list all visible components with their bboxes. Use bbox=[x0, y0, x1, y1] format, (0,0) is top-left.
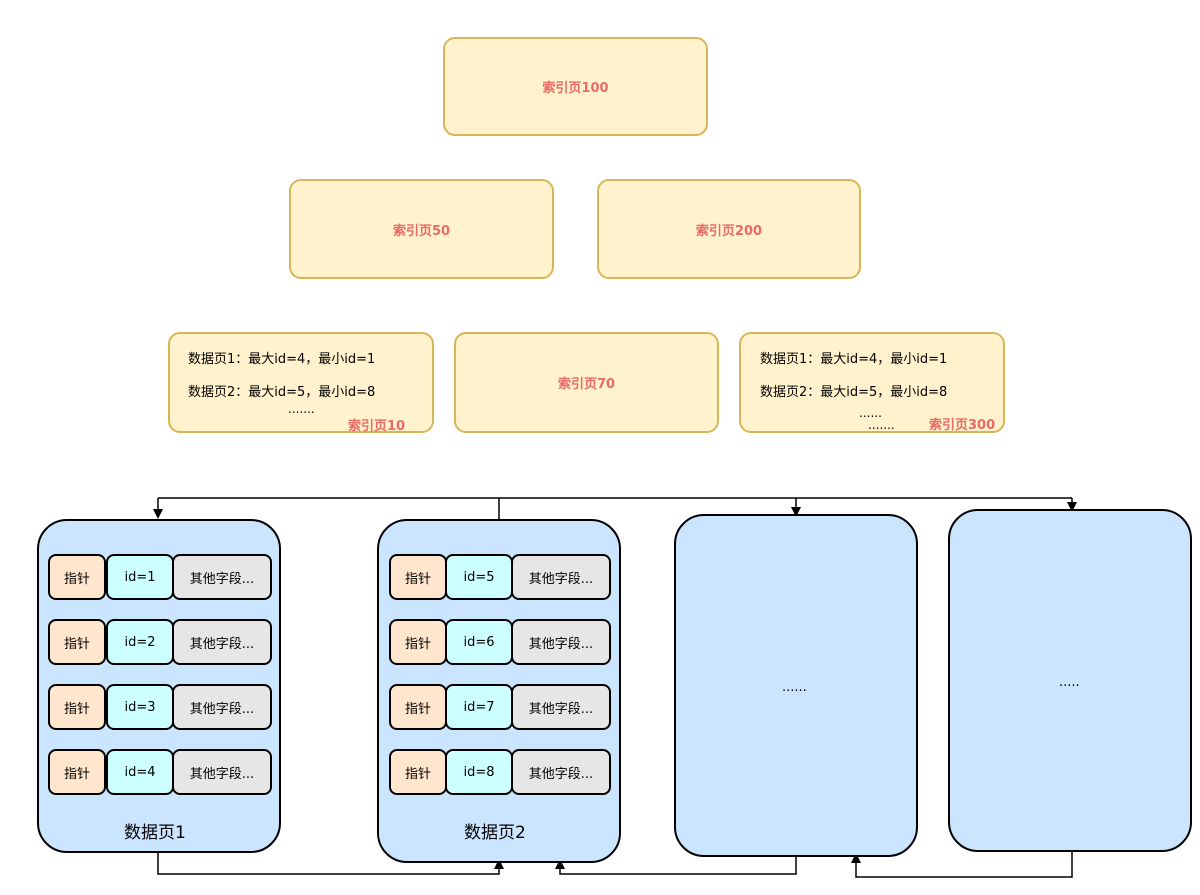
pointer-cell: 指针 bbox=[48, 684, 106, 730]
index-page-title: 索引页70 bbox=[557, 377, 616, 392]
pointer-cell: 指针 bbox=[48, 619, 106, 665]
bottom-link-page4-page3 bbox=[851, 851, 1073, 878]
ellipsis-text: ....... bbox=[868, 418, 895, 432]
data-page-3: ...... bbox=[674, 514, 918, 857]
other-fields-cell: 其他字段... bbox=[172, 619, 272, 665]
pointer-cell: 指针 bbox=[48, 554, 106, 600]
index-page-title: 索引页10 bbox=[348, 419, 406, 434]
other-fields-cell: 其他字段... bbox=[511, 619, 611, 665]
index-page-100: 索引页100 bbox=[443, 37, 708, 136]
index-page-title: 索引页100 bbox=[542, 81, 609, 96]
index-page-300: 数据页1：最大id=4，最小id=1 数据页2：最大id=5，最小id=8 ..… bbox=[739, 332, 1005, 433]
id-cell: id=2 bbox=[106, 619, 174, 665]
top-bus-line bbox=[158, 497, 1072, 521]
ellipsis-text: ..... bbox=[1059, 675, 1080, 690]
index-page-title: 索引页300 bbox=[929, 418, 996, 433]
id-cell: id=5 bbox=[445, 554, 513, 600]
data-page-2: 指针 id=5 其他字段... 指针 id=6 其他字段... 指针 id=7 … bbox=[377, 519, 621, 863]
index-page-10: 数据页1：最大id=4，最小id=1 数据页2：最大id=5，最小id=8 ..… bbox=[168, 332, 434, 434]
data-page-label: 数据页1 bbox=[124, 823, 186, 843]
leaf-entry: 数据页2：最大id=5，最小id=8 bbox=[760, 385, 948, 400]
id-cell: id=3 bbox=[106, 684, 174, 730]
pointer-cell: 指针 bbox=[48, 749, 106, 795]
leaf-entry: 数据页1：最大id=4，最小id=1 bbox=[188, 352, 376, 367]
id-cell: id=7 bbox=[445, 684, 513, 730]
index-page-title: 索引页50 bbox=[392, 223, 451, 239]
leaf-entry: 数据页2：最大id=5，最小id=8 bbox=[188, 385, 376, 400]
ellipsis-text: ...... bbox=[782, 680, 807, 695]
bottom-link-page3-page2 bbox=[555, 856, 797, 875]
ellipsis-text: ....... bbox=[288, 402, 315, 416]
index-page-200: 索引页200 bbox=[597, 179, 861, 279]
ellipsis-text: ...... bbox=[859, 406, 882, 420]
other-fields-cell: 其他字段... bbox=[172, 684, 272, 730]
data-page-4: ..... bbox=[948, 509, 1192, 852]
other-fields-cell: 其他字段... bbox=[511, 684, 611, 730]
id-cell: id=6 bbox=[445, 619, 513, 665]
other-fields-cell: 其他字段... bbox=[172, 554, 272, 600]
index-page-title: 索引页200 bbox=[695, 223, 763, 239]
index-page-50: 索引页50 bbox=[289, 179, 554, 279]
other-fields-cell: 其他字段... bbox=[172, 749, 272, 795]
pointer-cell: 指针 bbox=[389, 554, 447, 600]
pointer-cell: 指针 bbox=[389, 619, 447, 665]
pointer-cell: 指针 bbox=[389, 749, 447, 795]
data-page-1: 指针 id=1 其他字段... 指针 id=2 其他字段... 指针 id=3 … bbox=[37, 519, 281, 853]
other-fields-cell: 其他字段... bbox=[511, 554, 611, 600]
leaf-entry: 数据页1：最大id=4，最小id=1 bbox=[760, 352, 948, 367]
id-cell: id=1 bbox=[106, 554, 174, 600]
pointer-cell: 指针 bbox=[389, 684, 447, 730]
index-page-70: 索引页70 bbox=[454, 332, 719, 433]
bottom-link-page1-page2 bbox=[157, 852, 504, 875]
data-page-label: 数据页2 bbox=[464, 823, 526, 843]
id-cell: id=4 bbox=[106, 749, 174, 795]
other-fields-cell: 其他字段... bbox=[511, 749, 611, 795]
id-cell: id=8 bbox=[445, 749, 513, 795]
